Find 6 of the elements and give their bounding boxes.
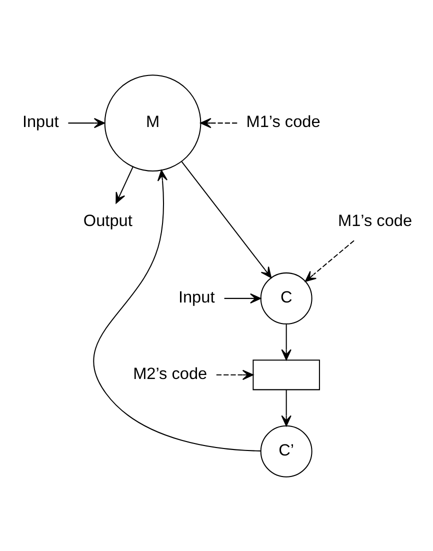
node-text: Input [178,288,214,306]
node-text: M1’s code [338,211,412,230]
node-text: M2’s code [132,364,207,382]
node-text: M1’s code [246,112,320,130]
node-text: Input [22,112,58,130]
node-text: Output [82,211,132,230]
